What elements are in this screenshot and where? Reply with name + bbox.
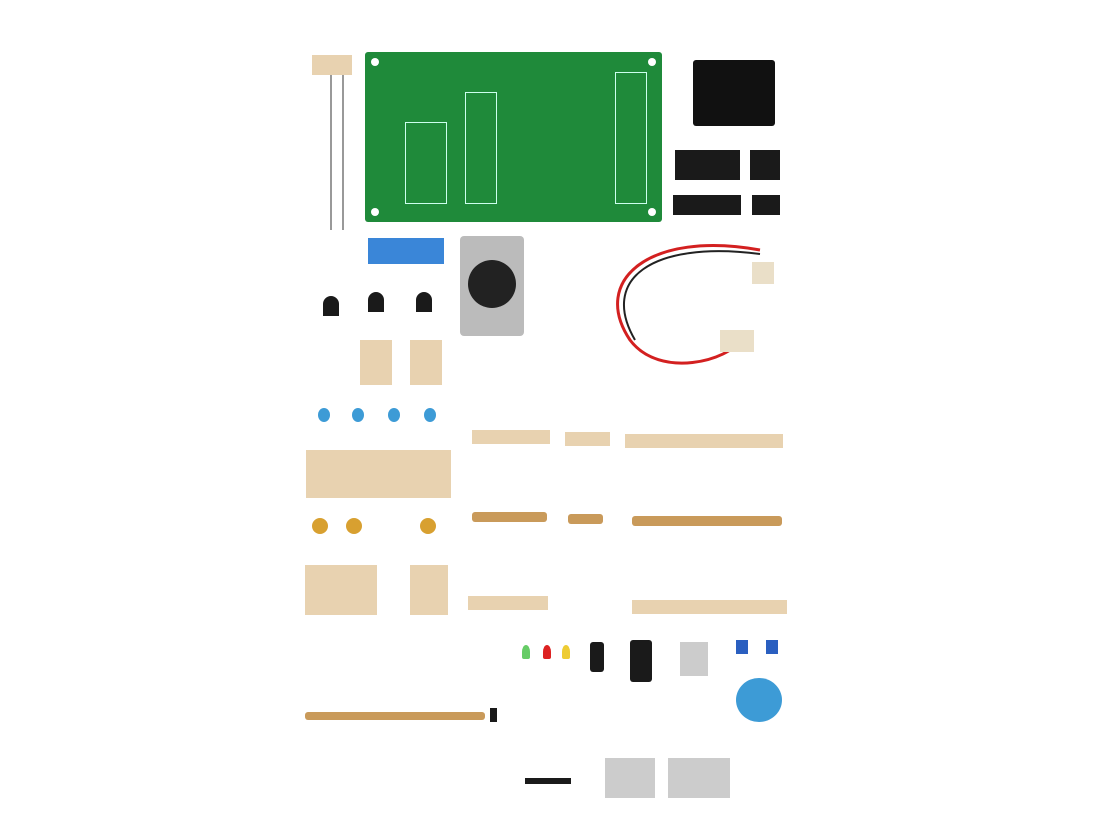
varistor bbox=[736, 678, 782, 722]
wire-lead bbox=[342, 75, 344, 230]
resistor-row bbox=[568, 514, 603, 524]
tape-strip bbox=[468, 596, 548, 610]
tape-strip bbox=[360, 340, 392, 385]
jumper bbox=[766, 640, 778, 654]
transistor bbox=[323, 296, 339, 316]
transistor bbox=[416, 292, 432, 312]
dip-switch bbox=[368, 238, 444, 264]
resistor-row bbox=[632, 516, 782, 526]
ceramic-capacitor bbox=[318, 408, 330, 422]
ic-chip-8 bbox=[752, 195, 780, 215]
pin-header-3 bbox=[752, 262, 774, 284]
loose-resistors bbox=[305, 712, 485, 720]
tape-strip bbox=[472, 430, 550, 444]
ceramic-capacitor bbox=[346, 518, 362, 534]
led-red bbox=[543, 645, 551, 659]
ceramic-capacitor bbox=[388, 408, 400, 422]
screw-terminal bbox=[668, 758, 730, 798]
crystal-oscillator bbox=[680, 642, 708, 676]
tape-strip bbox=[625, 434, 783, 448]
ceramic-capacitor bbox=[312, 518, 328, 534]
transistor bbox=[368, 292, 384, 312]
ic-socket-16 bbox=[675, 150, 740, 180]
red-black-cable bbox=[616, 244, 761, 365]
xlr-connector bbox=[460, 236, 524, 336]
tape-strip bbox=[312, 55, 352, 75]
diode bbox=[490, 708, 497, 722]
tape-strip bbox=[306, 450, 451, 498]
resistor-row bbox=[472, 512, 547, 522]
ceramic-capacitor bbox=[424, 408, 436, 422]
ceramic-capacitor bbox=[420, 518, 436, 534]
screw-terminal bbox=[605, 758, 655, 798]
tape-strip bbox=[632, 600, 787, 614]
tape-strip bbox=[305, 565, 377, 615]
led-green bbox=[522, 645, 530, 659]
electrolytic-capacitor bbox=[630, 640, 652, 682]
pin-header bbox=[525, 778, 571, 784]
jumper bbox=[736, 640, 748, 654]
wire-lead bbox=[330, 75, 332, 230]
connector-housing bbox=[720, 330, 754, 352]
tape-strip bbox=[565, 432, 610, 446]
ic-chip-16 bbox=[673, 195, 741, 215]
ceramic-capacitor bbox=[352, 408, 364, 422]
tape-strip bbox=[410, 340, 442, 385]
led-yellow bbox=[562, 645, 570, 659]
tape-strip bbox=[410, 565, 448, 615]
relay bbox=[693, 60, 775, 126]
electrolytic-capacitor bbox=[590, 642, 604, 672]
ic-socket-8 bbox=[750, 150, 780, 180]
printed-circuit-board bbox=[365, 52, 662, 222]
